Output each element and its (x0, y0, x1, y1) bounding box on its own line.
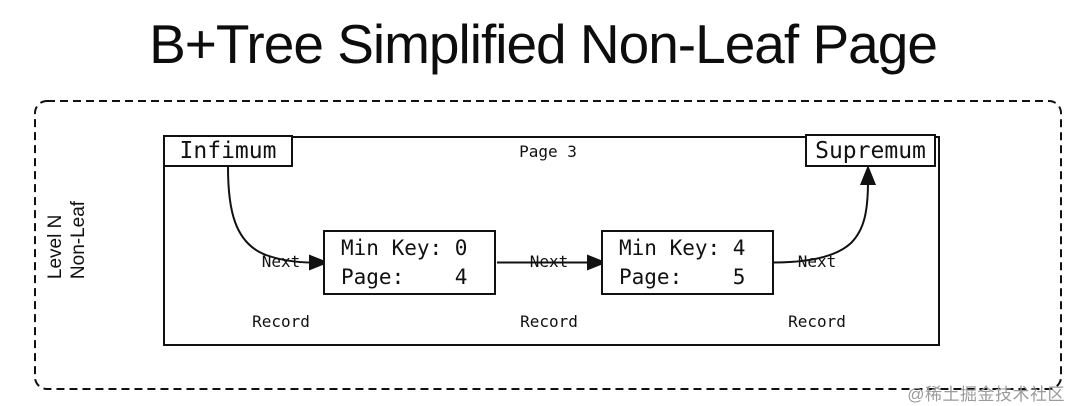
edge-label-1-line2: Record (252, 312, 310, 331)
edge-label-3-line2: Record (788, 312, 846, 331)
record-box-2: Min Key: 4 Page: 5 (601, 230, 774, 295)
level-label-line2: Non-Leaf (68, 200, 89, 280)
page-box (163, 136, 940, 346)
infimum-label: Infimum (179, 138, 277, 164)
record-box-1: Min Key: 0 Page: 4 (323, 230, 496, 295)
edge-label-3-line1: Next (797, 252, 837, 271)
supremum-label: Supremum (815, 137, 926, 164)
edge-label-1: Next Record (252, 212, 310, 372)
page-caption: Page 3 (519, 142, 577, 161)
edge-label-1-line1: Next (261, 252, 301, 271)
record1-page: Page: 4 (341, 265, 468, 289)
record1-min-key: Min Key: 0 (341, 236, 468, 260)
edge-label-2: Next Record (520, 212, 578, 372)
record2-to-supremum-arrow (772, 165, 876, 264)
record2-page: Page: 5 (619, 265, 746, 289)
level-label: Level N Non-Leaf (44, 201, 90, 279)
supremum-box: Supremum (805, 134, 936, 167)
level-group-dashed-border (34, 100, 1062, 390)
watermark: @稀土掘金技术社区 (907, 385, 1065, 404)
infimum-to-record1-arrow (227, 166, 329, 271)
edge-label-2-line1: Next (529, 252, 569, 271)
infimum-box: Infimum (163, 135, 293, 167)
level-label-line1: Level N (45, 214, 66, 280)
diagram-title: B+Tree Simplified Non-Leaf Page (149, 13, 938, 75)
edge-label-2-line2: Record (520, 312, 578, 331)
edge-label-3: Next Record (788, 212, 846, 372)
record2-min-key: Min Key: 4 (619, 236, 746, 260)
